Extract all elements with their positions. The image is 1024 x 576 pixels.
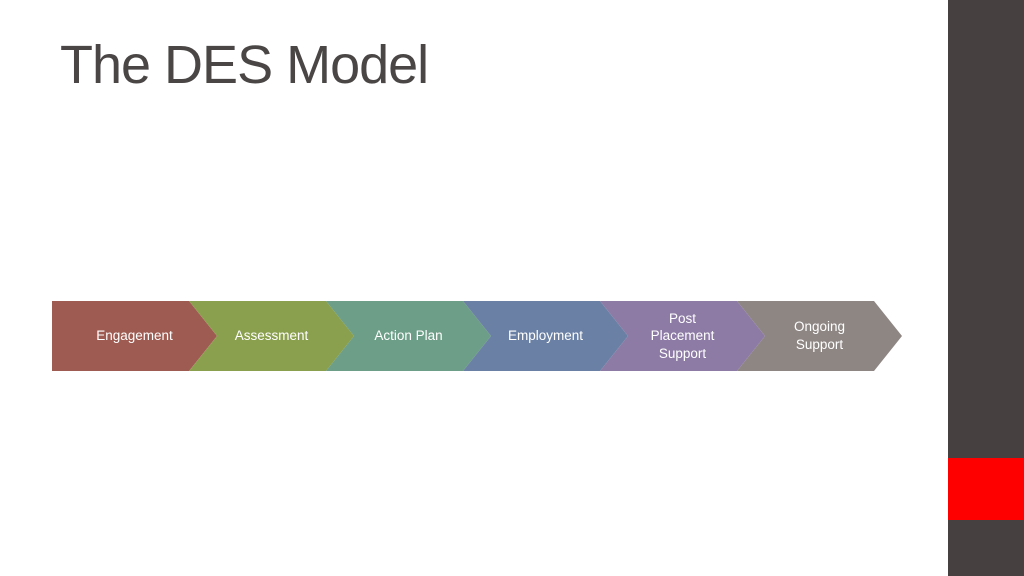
stage-label: Engagement bbox=[96, 328, 173, 344]
decorative-accent-block bbox=[948, 458, 1024, 520]
stage-label: Action Plan bbox=[374, 328, 443, 344]
page-title: The DES Model bbox=[60, 35, 429, 95]
chevron-stage-ongoing-support: Ongoing Support bbox=[737, 301, 902, 371]
process-diagram: Engagement Assessment Action Plan Employ… bbox=[52, 301, 902, 371]
chevron-stage-engagement: Engagement bbox=[52, 301, 217, 371]
stage-label: Employment bbox=[507, 328, 584, 344]
stage-label: Assessment bbox=[234, 328, 309, 344]
stage-label: Ongoing Support bbox=[793, 319, 846, 352]
stage-label: Post Placement Support bbox=[650, 310, 715, 361]
